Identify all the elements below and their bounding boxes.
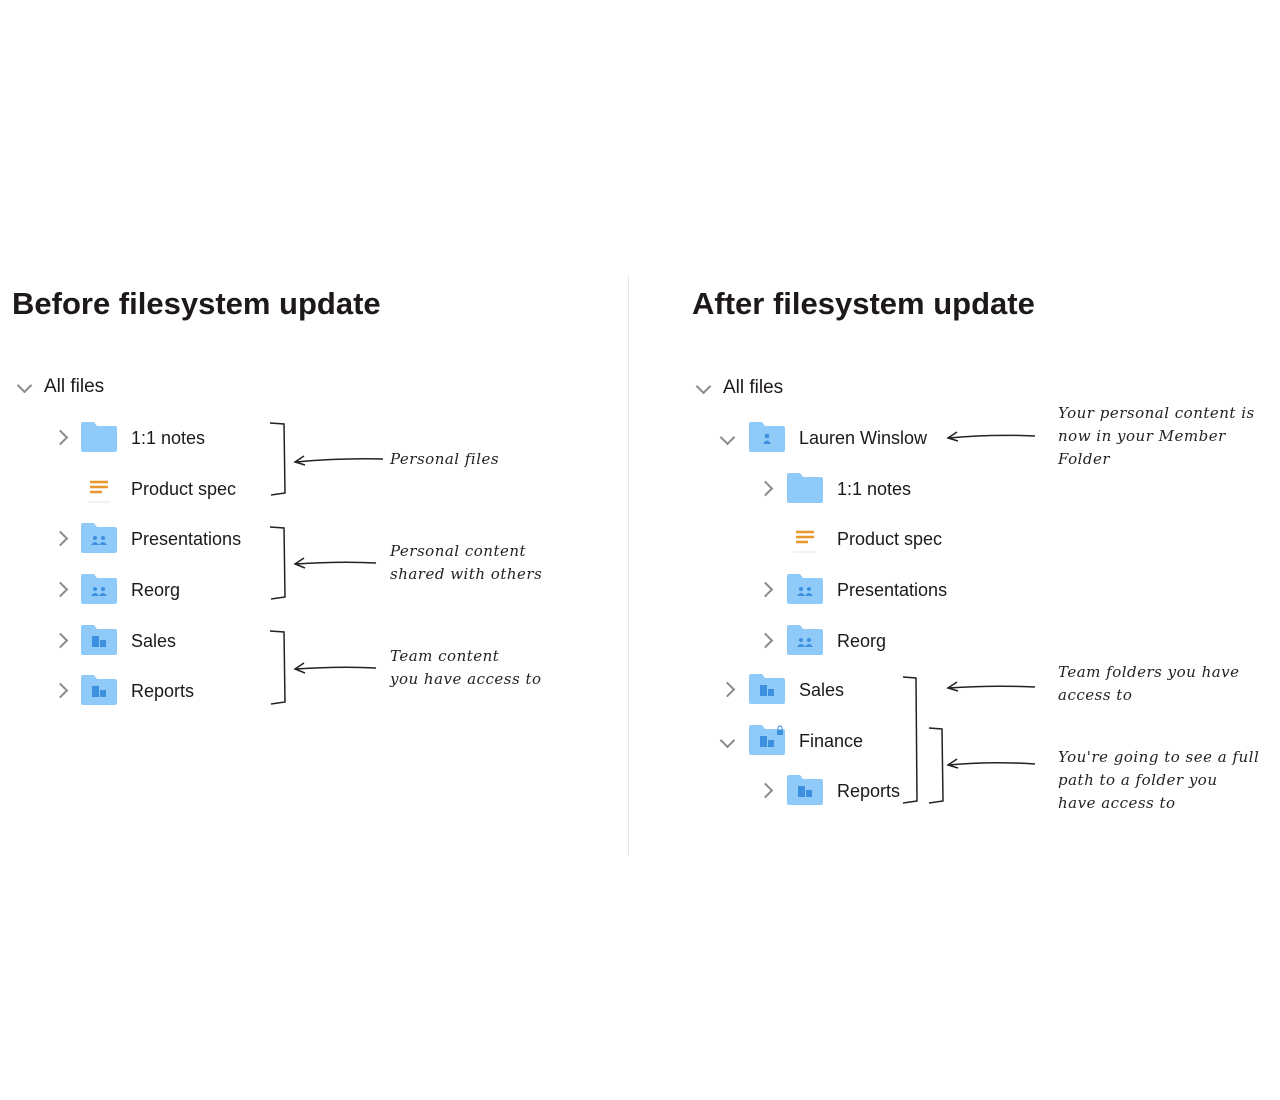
- annotation-text: Personal files: [390, 450, 500, 468]
- chevron-down-icon[interactable]: [695, 378, 712, 395]
- tree-item-label[interactable]: Presentations: [131, 529, 242, 549]
- tree-item-label[interactable]: Lauren Winslow: [799, 428, 928, 448]
- bracket: [269, 630, 286, 705]
- after-title: After filesystem update: [692, 286, 1035, 321]
- tree-item-label[interactable]: Reports: [131, 681, 195, 701]
- tree-item-label[interactable]: Finance: [799, 731, 864, 751]
- chevron-right-icon[interactable]: [52, 682, 69, 699]
- tree-item-label[interactable]: Product spec: [837, 529, 943, 549]
- team-folder-icon: [80, 625, 118, 660]
- tree-item-label[interactable]: Reports: [837, 781, 901, 801]
- team-folder-icon: [748, 674, 786, 709]
- annotation-text: Folder: [1058, 450, 1111, 468]
- chevron-down-icon[interactable]: [719, 429, 736, 446]
- folder-icon: [80, 422, 118, 457]
- shared-folder-icon: [80, 523, 118, 558]
- annotation-text: path to a folder you: [1058, 771, 1218, 789]
- tree-item-label[interactable]: Sales: [131, 631, 177, 651]
- bracket: [902, 676, 918, 804]
- root-all-files[interactable]: All files: [723, 377, 784, 398]
- arrow-icon: [293, 662, 377, 674]
- chevron-right-icon[interactable]: [757, 480, 774, 497]
- shared-folder-icon: [786, 574, 824, 609]
- shared-folder-icon: [80, 574, 118, 609]
- arrow-icon: [946, 431, 1036, 442]
- arrow-icon: [946, 758, 1036, 769]
- chevron-right-icon[interactable]: [52, 581, 69, 598]
- chevron-right-icon[interactable]: [719, 681, 736, 698]
- tree-item-label[interactable]: 1:1 notes: [131, 428, 206, 448]
- tree-item-label[interactable]: Sales: [799, 680, 845, 700]
- document-icon: [786, 523, 824, 558]
- annotation-text: Team folders you have: [1058, 663, 1240, 681]
- arrow-icon: [293, 455, 384, 466]
- chevron-right-icon[interactable]: [52, 632, 69, 649]
- team-folder-icon: [80, 675, 118, 710]
- annotation-text: now in your Member: [1058, 427, 1226, 445]
- chevron-right-icon[interactable]: [52, 530, 69, 547]
- divider: [628, 275, 629, 855]
- tree-item-label[interactable]: 1:1 notes: [837, 479, 912, 499]
- annotation-text: You're going to see a full: [1058, 748, 1260, 766]
- tree-item-label[interactable]: Presentations: [837, 580, 948, 600]
- team-folder-icon: [786, 775, 824, 810]
- chevron-right-icon[interactable]: [757, 782, 774, 799]
- root-all-files[interactable]: All files: [44, 376, 105, 397]
- annotation-text: Team content: [390, 647, 500, 665]
- bracket: [269, 526, 286, 600]
- chevron-right-icon[interactable]: [52, 429, 69, 446]
- annotation-text: Personal content: [390, 542, 527, 560]
- restricted-team-folder-icon: [748, 725, 786, 760]
- chevron-down-icon[interactable]: [719, 732, 736, 749]
- shared-folder-icon: [786, 625, 824, 660]
- arrow-icon: [293, 557, 377, 569]
- chevron-right-icon[interactable]: [757, 632, 774, 649]
- tree-item-label[interactable]: Reorg: [837, 631, 887, 651]
- annotation-text: Your personal content is: [1058, 404, 1255, 422]
- before-title: Before filesystem update: [12, 286, 381, 321]
- member-folder-icon: [748, 422, 786, 457]
- folder-icon: [786, 473, 824, 508]
- arrow-icon: [946, 681, 1036, 692]
- tree-item-label[interactable]: Product spec: [131, 479, 237, 499]
- annotation-text: access to: [1058, 686, 1133, 704]
- chevron-right-icon[interactable]: [757, 581, 774, 598]
- bracket: [269, 422, 286, 496]
- annotation-text: shared with others: [390, 565, 543, 583]
- annotation-text: you have access to: [390, 670, 542, 688]
- annotation-text: have access to: [1058, 794, 1176, 812]
- tree-item-label[interactable]: Reorg: [131, 580, 181, 600]
- bracket: [928, 727, 944, 804]
- chevron-down-icon[interactable]: [16, 377, 33, 394]
- document-icon: [80, 473, 118, 508]
